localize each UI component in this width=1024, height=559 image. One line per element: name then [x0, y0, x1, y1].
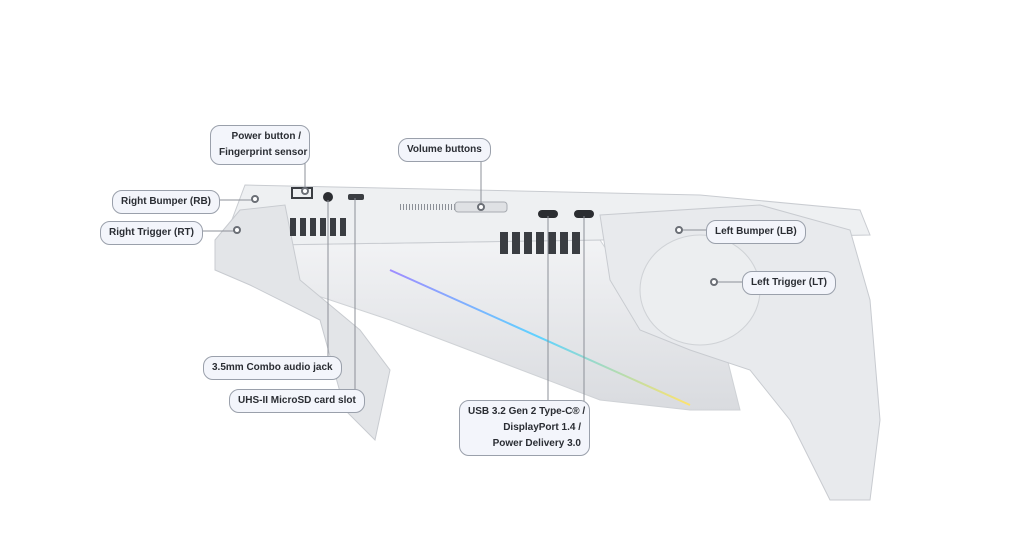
left-trigger-shape	[639, 234, 761, 346]
usb-port-1	[538, 210, 558, 218]
lt-marker	[710, 278, 718, 286]
audio-jack	[323, 192, 333, 202]
audio-jack-label: 3.5mm Combo audio jack	[203, 356, 342, 380]
label-line: Fingerprint sensor	[219, 147, 308, 158]
power-button-label: Power button / Fingerprint sensor	[210, 125, 310, 165]
label-line: Power button /	[231, 131, 301, 142]
rgb-light-strip	[389, 269, 691, 406]
usb-port-2	[574, 210, 594, 218]
left-bumper-label: Left Bumper (LB)	[706, 220, 806, 244]
left-trigger-label: Left Trigger (LT)	[742, 271, 836, 295]
label-line: DisplayPort 1.4 /	[503, 422, 581, 433]
microsd-slot	[348, 194, 364, 200]
rb-marker	[251, 195, 259, 203]
power-marker	[301, 187, 309, 195]
right-trigger-label: Right Trigger (RT)	[100, 221, 203, 245]
lb-marker	[675, 226, 683, 234]
vents-left	[500, 232, 580, 254]
volume-marker	[477, 203, 485, 211]
right-grip	[214, 204, 391, 442]
microsd-label: UHS-II MicroSD card slot	[229, 389, 365, 413]
volume-buttons-label: Volume buttons	[398, 138, 491, 162]
right-bumper-label: Right Bumper (RB)	[112, 190, 220, 214]
label-line: USB 3.2 Gen 2 Type-C® /	[468, 406, 586, 417]
leader-lines	[195, 150, 742, 410]
rt-marker	[233, 226, 241, 234]
usb-c-label: USB 3.2 Gen 2 Type-C® / DisplayPort 1.4 …	[459, 400, 590, 456]
vents-right	[290, 218, 346, 236]
label-line: Power Delivery 3.0	[492, 438, 581, 449]
